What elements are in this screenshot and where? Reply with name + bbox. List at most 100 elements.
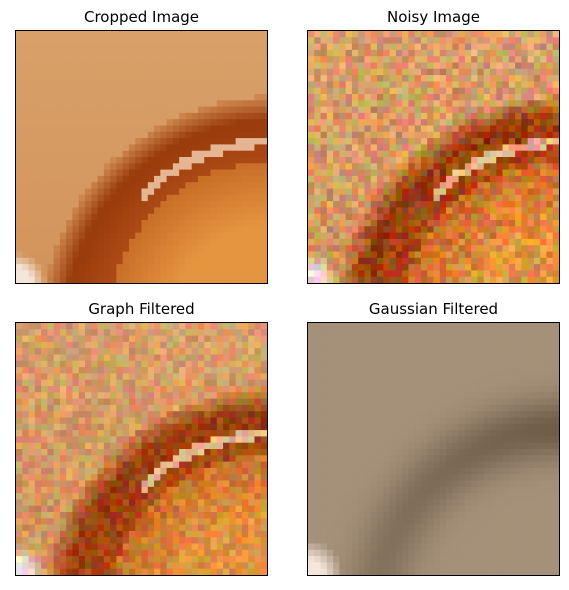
- image-pixel: [185, 150, 193, 158]
- image-pixel: [185, 417, 193, 425]
- image-pixel: [66, 530, 73, 538]
- image-pixel: [141, 430, 149, 437]
- image-pixel: [66, 386, 73, 393]
- image-pixel: [489, 175, 497, 183]
- image-pixel: [489, 232, 497, 240]
- image-pixel: [235, 43, 243, 51]
- image-pixel: [502, 131, 510, 139]
- image-pixel: [216, 373, 224, 381]
- image-pixel: [464, 37, 472, 45]
- image-pixel: [446, 329, 453, 337]
- image-pixel: [22, 323, 30, 330]
- image-pixel: [72, 335, 80, 343]
- image-pixel: [496, 264, 504, 271]
- image-pixel: [172, 524, 180, 532]
- image-pixel: [395, 68, 403, 76]
- image-pixel: [147, 461, 155, 469]
- image-pixel: [91, 125, 99, 133]
- image-pixel: [377, 94, 384, 101]
- image-pixel: [414, 226, 422, 234]
- image-pixel: [216, 568, 224, 575]
- image-pixel: [204, 461, 212, 469]
- image-pixel: [508, 251, 516, 259]
- image-pixel: [128, 530, 136, 538]
- panel-title: Cropped Image: [83, 8, 200, 26]
- image-pixel: [395, 43, 403, 51]
- image-pixel: [389, 131, 397, 139]
- image-pixel: [53, 467, 61, 475]
- image-pixel: [402, 335, 409, 343]
- image-pixel: [326, 62, 334, 70]
- image-pixel: [248, 480, 255, 488]
- image-pixel: [308, 329, 315, 337]
- image-pixel: [351, 150, 359, 158]
- image-pixel: [358, 157, 365, 164]
- image-pixel: [471, 157, 478, 164]
- image-pixel: [383, 348, 391, 355]
- image-pixel: [439, 194, 447, 202]
- image-pixel: [533, 201, 541, 208]
- image-pixel: [72, 499, 80, 507]
- image-pixel: [28, 436, 36, 444]
- image-pixel: [185, 188, 193, 196]
- image-pixel: [464, 188, 472, 196]
- image-pixel: [160, 257, 168, 265]
- image-pixel: [197, 182, 205, 189]
- image-pixel: [122, 125, 130, 133]
- image-pixel: [78, 112, 86, 120]
- image-pixel: [97, 411, 105, 418]
- image-pixel: [116, 455, 124, 463]
- image-pixel: [197, 348, 205, 355]
- image-pixel: [446, 87, 453, 95]
- image-pixel: [358, 264, 365, 271]
- image-pixel: [420, 68, 428, 76]
- image-pixel: [16, 436, 23, 444]
- image-pixel: [210, 245, 218, 252]
- image-pixel: [204, 169, 212, 177]
- image-pixel: [147, 442, 155, 450]
- image-pixel: [370, 94, 378, 101]
- image-pixel: [85, 276, 92, 283]
- image-pixel: [197, 188, 205, 196]
- image-pixel: [160, 264, 168, 271]
- image-pixel: [241, 75, 249, 82]
- image-pixel: [260, 100, 267, 108]
- image-pixel: [326, 323, 334, 330]
- image-pixel: [135, 37, 143, 45]
- image-pixel: [254, 138, 262, 145]
- image-pixel: [166, 474, 174, 481]
- image-pixel: [135, 379, 143, 387]
- image-pixel: [85, 423, 92, 431]
- image-pixel: [383, 37, 391, 45]
- image-pixel: [241, 360, 249, 368]
- image-pixel: [395, 100, 403, 108]
- image-pixel: [248, 543, 255, 551]
- image-pixel: [308, 68, 315, 76]
- image-pixel: [16, 373, 23, 381]
- image-pixel: [339, 68, 347, 76]
- image-pixel: [229, 175, 237, 183]
- image-pixel: [358, 43, 365, 51]
- image-pixel: [458, 87, 466, 95]
- image-pixel: [433, 163, 441, 171]
- image-pixel: [235, 537, 243, 544]
- image-pixel: [103, 270, 111, 278]
- image-pixel: [91, 568, 99, 575]
- image-pixel: [197, 37, 205, 45]
- image-pixel: [483, 62, 491, 70]
- image-pixel: [260, 238, 267, 246]
- image-pixel: [97, 100, 105, 108]
- image-pixel: [496, 245, 504, 252]
- image-pixel: [166, 467, 174, 475]
- image-pixel: [135, 62, 143, 70]
- image-pixel: [122, 245, 130, 252]
- image-pixel: [248, 505, 255, 513]
- image-pixel: [345, 163, 353, 171]
- image-pixel: [414, 245, 422, 252]
- image-pixel: [377, 323, 384, 330]
- image-pixel: [97, 106, 105, 114]
- image-pixel: [22, 232, 30, 240]
- image-pixel: [370, 220, 378, 227]
- image-pixel: [260, 56, 267, 63]
- image-pixel: [53, 75, 61, 82]
